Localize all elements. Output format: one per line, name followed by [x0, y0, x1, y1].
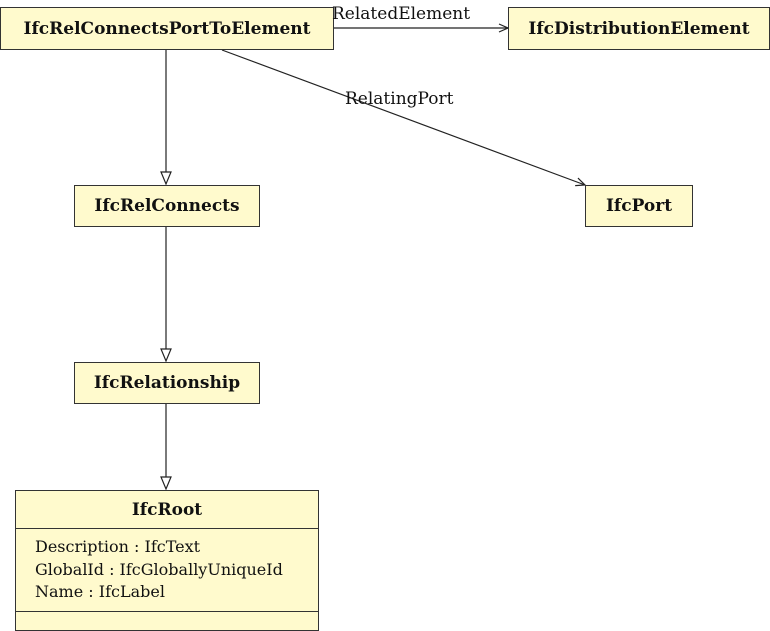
class-name: IfcRelConnects: [94, 196, 240, 216]
class-box-relationship[interactable]: IfcRelationship: [74, 362, 260, 404]
class-name: IfcPort: [605, 196, 673, 216]
class-box-relconnects[interactable]: IfcRelConnects: [74, 185, 260, 227]
attribute-globalid: GlobalId : IfcGloballyUniqueId: [35, 559, 283, 579]
inheritance-arrowhead-relconnects: [160, 171, 172, 186]
attribute-description: Description : IfcText: [35, 537, 201, 556]
class-name: IfcDistributionElement: [528, 18, 750, 39]
class-name: IfcRoot: [16, 491, 318, 529]
class-box-distributionelement[interactable]: IfcDistributionElement: [508, 7, 770, 50]
class-name: IfcRelConnectsPortToElement: [23, 18, 311, 39]
class-box-root[interactable]: IfcRoot Description : IfcText GlobalId :…: [15, 490, 319, 631]
class-name: IfcRelationship: [93, 373, 241, 393]
inheritance-arrowhead-root: [160, 476, 172, 491]
class-box-port[interactable]: IfcPort: [585, 185, 693, 227]
class-box-relconnectsporttoelement[interactable]: IfcRelConnectsPortToElement: [0, 7, 334, 50]
relating-port-association-line: [221, 49, 587, 187]
association-label-relating-port: RelatingPort: [345, 89, 454, 109]
attribute-compartment: Description : IfcText GlobalId : IfcGlob…: [16, 529, 318, 612]
attribute-name: Name : IfcLabel: [35, 582, 165, 601]
inheritance-arrowhead-relationship: [160, 348, 172, 363]
association-label-related-element: RelatedElement: [332, 4, 471, 24]
